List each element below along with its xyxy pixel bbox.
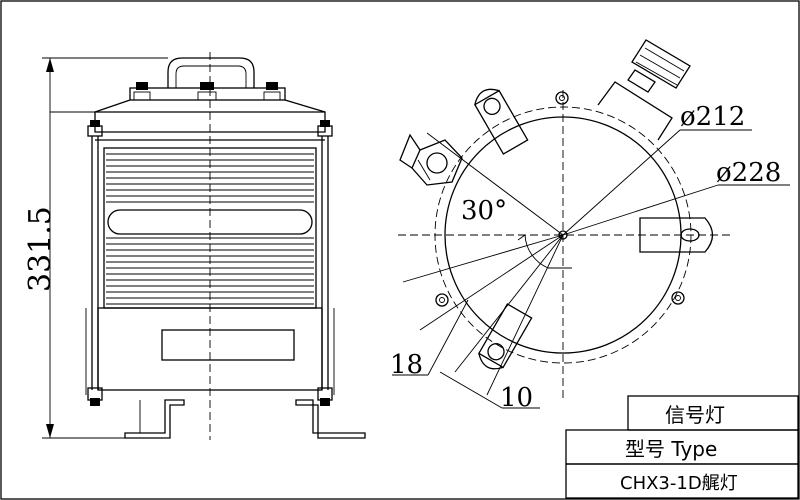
lug-top-left <box>473 88 529 155</box>
center-point <box>558 230 568 240</box>
ear-bolt-top <box>555 91 569 105</box>
angle-ray-4 <box>486 234 564 396</box>
angle-ray-1 <box>402 234 564 283</box>
top-handle <box>167 57 255 88</box>
angle-ray-5 <box>426 132 564 236</box>
dimension-10-label: 10 <box>500 383 533 413</box>
diameter-212-label: ø212 <box>680 102 745 132</box>
title-block: 信号灯 型号 Type CHX3-1D艉灯 <box>565 395 799 499</box>
lower-housing <box>97 307 323 391</box>
diameter-228-label: ø228 <box>716 158 781 188</box>
angle-label: 30° <box>461 196 507 226</box>
top-bolt-center <box>200 82 214 90</box>
angle-ray-2 <box>419 234 564 331</box>
hex-nut-left <box>399 133 463 186</box>
lens-ribs <box>106 153 314 305</box>
top-bolt-right <box>266 82 278 90</box>
leader-18 <box>427 299 469 376</box>
gland-knob <box>631 39 691 89</box>
leader-228 <box>562 184 719 236</box>
ear-bolt-left <box>435 293 449 307</box>
lug-bottom-left <box>477 303 533 370</box>
angle-ray-3 <box>454 234 564 373</box>
ear-bolt-right <box>671 291 685 305</box>
title-model-text: CHX3-1D艉灯 <box>620 473 738 494</box>
right-bracket <box>295 399 366 439</box>
leader-10 <box>439 371 503 409</box>
cable-gland <box>597 39 691 141</box>
leader-212 <box>562 129 681 236</box>
top-bolt-left <box>136 82 148 90</box>
height-dimension-text: 331.5 <box>23 206 58 292</box>
nameplate <box>161 329 295 361</box>
lens-center-band <box>107 209 313 235</box>
title-type-text: 型号 Type <box>625 437 717 461</box>
left-bracket <box>124 399 185 439</box>
front-view: 331.5 <box>23 52 366 440</box>
dimension-18-label: 18 <box>390 350 423 380</box>
title-name-text: 信号灯 <box>665 403 725 427</box>
lug-right <box>639 217 714 253</box>
angle-arc <box>524 234 549 269</box>
bolt-circle-228 <box>434 106 692 364</box>
title-cell-model <box>565 463 799 499</box>
top-view: 30° ø212 ø228 18 10 <box>390 39 790 413</box>
